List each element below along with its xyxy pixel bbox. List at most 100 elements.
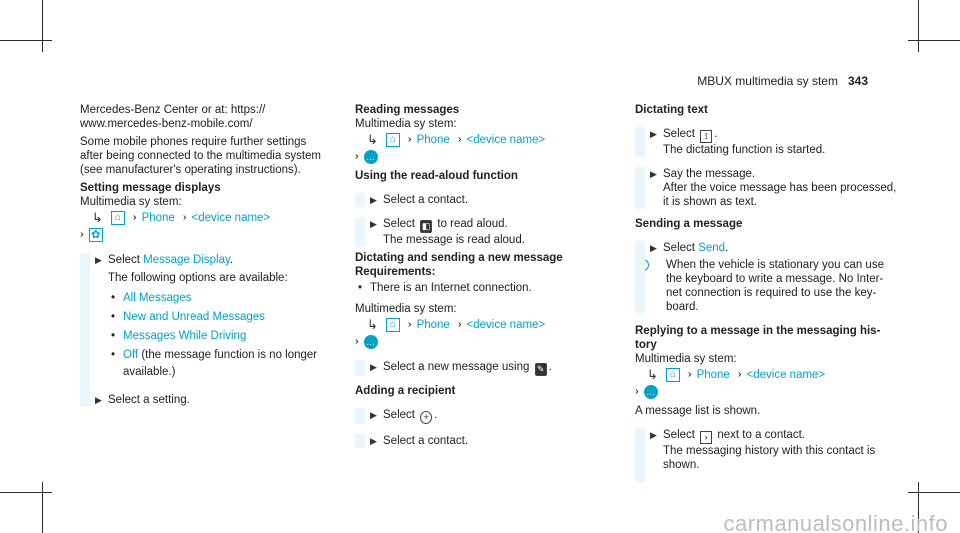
step: ▶ Select a new message using ✎. (355, 360, 625, 376)
crop-mark (918, 0, 919, 52)
menu-device: <device name> (466, 133, 546, 146)
read-aloud-icon: ◧ (420, 220, 433, 233)
section-heading: Using the read-aloud function (355, 170, 518, 182)
text: Select a contact. (383, 435, 469, 447)
step-bar (355, 434, 365, 448)
section-heading: Dictating and sending a new message (355, 252, 563, 264)
text: board. (666, 301, 699, 313)
text: next to a contact. (717, 429, 805, 441)
text: There is an Internet connection. (370, 282, 532, 294)
step-bar (635, 428, 645, 482)
step-bar (635, 167, 645, 209)
menu-phone: Phone (141, 211, 175, 224)
section-heading: Replying to a message in the messaging h… (635, 325, 881, 337)
step-arrow-icon: ▶ (650, 169, 657, 179)
menu-device: <device name> (466, 318, 546, 331)
crop-mark (0, 492, 52, 493)
step-arrow-icon: ▶ (650, 243, 657, 253)
list-item: Messages While Driving (108, 327, 345, 346)
option: All Messages (123, 292, 192, 304)
crop-mark (908, 40, 960, 41)
step: ▶ Select Message Display. The following … (80, 253, 345, 401)
home-icon: ⌂ (110, 210, 125, 225)
step: ▶ Select Send. (635, 241, 905, 313)
menu-path: ›› … (355, 148, 625, 165)
step: ▶ Select ◧ to read aloud. The message is… (355, 217, 625, 247)
page-header: MBUX multimedia sy stem 343 (697, 74, 868, 88)
page-number: 343 (847, 74, 868, 88)
text: Multimedia sy stem: (355, 303, 457, 315)
crop-mark (42, 0, 43, 52)
step-arrow-icon: ▶ (650, 430, 657, 440)
step-bar (355, 408, 365, 424)
chevron-icon: ›› (457, 133, 461, 145)
step-bar (80, 253, 90, 401)
list-item: New and Unread Messages (108, 308, 345, 327)
chevron-icon: ›› (407, 318, 411, 330)
text: available.) (123, 366, 176, 378)
chevron-icon: ›› (687, 368, 691, 380)
text: Select (663, 429, 695, 441)
text: Select a contact. (383, 194, 469, 206)
section-heading: Reading messages (355, 104, 460, 116)
menu-phone: Phone (416, 133, 450, 146)
text: the keyboard to write a message. No Inte… (666, 273, 884, 285)
menu-device: <device name> (746, 368, 826, 381)
menu-device: <device name> (191, 211, 271, 224)
section-heading: Dictating text (635, 104, 708, 116)
return-arrow-icon: ↳ (367, 316, 378, 332)
menu-path: ↳ ⌂ ›› Phone ›› <device name> (80, 209, 345, 226)
step-arrow-icon: ▶ (370, 195, 377, 205)
new-message-icon: ✎ (534, 363, 547, 376)
text: Multimedia sy stem: (80, 196, 182, 208)
text: (see manufacturer's operating instructio… (80, 164, 301, 176)
list-item: There is an Internet connection. (355, 279, 625, 298)
step-arrow-icon: ▶ (650, 129, 657, 139)
step-arrow-icon: ▶ (95, 255, 102, 265)
step-bar (355, 360, 365, 376)
home-icon: ⌂ (665, 367, 680, 382)
chevron-right-icon: › (700, 431, 713, 444)
menu-path: ↳ ⌂ ›› Phone ›› <device name> (355, 131, 625, 148)
text: Multimedia sy stem: (355, 118, 457, 130)
text: The dictating function is started. (663, 144, 826, 156)
text: Select (108, 254, 140, 266)
crop-mark (918, 482, 919, 533)
step: ▶ Say the message. After the voice messa… (635, 167, 905, 209)
chevron-icon: ›› (355, 335, 358, 347)
option: Messages While Driving (123, 330, 247, 342)
column-1: Mercedes-Benz Center or at: https:// www… (80, 103, 345, 407)
link: Message Display (143, 254, 230, 266)
chevron-icon: ›› (80, 228, 83, 240)
add-icon: + (420, 411, 433, 424)
chevron-icon: ›› (737, 368, 741, 380)
return-arrow-icon: ↳ (367, 131, 378, 147)
text: Multimedia sy stem: (635, 353, 737, 365)
text: net connection is required to use the ke… (666, 287, 877, 299)
step-bar (635, 127, 645, 157)
home-icon: ⌂ (385, 317, 400, 332)
chevron-icon: ›› (635, 385, 638, 397)
option: New and Unread Messages (123, 311, 265, 323)
info-note: i When the vehicle is stationary you can… (635, 258, 905, 314)
text: Select a new message using (383, 361, 530, 373)
crop-mark (42, 482, 43, 533)
text: The following options are available: (108, 272, 288, 284)
text: Select (663, 242, 695, 254)
crop-mark (908, 492, 960, 493)
section-heading: tory (635, 339, 657, 351)
requirement-list: There is an Internet connection. (355, 279, 625, 298)
text: after being connected to the multimedia … (80, 150, 321, 162)
step: ▶ Select a contact. (355, 434, 625, 448)
header-title: MBUX multimedia sy stem (697, 74, 838, 88)
text: Select (663, 128, 695, 140)
text: When the vehicle is stationary you can u… (666, 259, 884, 271)
text: Select a setting. (108, 394, 190, 406)
section-heading: Adding a recipient (355, 385, 456, 397)
message-icon: … (363, 149, 378, 164)
text: Select (383, 218, 415, 230)
chevron-icon: ›› (457, 318, 461, 330)
step-arrow-icon: ▶ (370, 410, 377, 420)
text: The message is read aloud. (383, 234, 525, 246)
message-icon: … (363, 334, 378, 349)
